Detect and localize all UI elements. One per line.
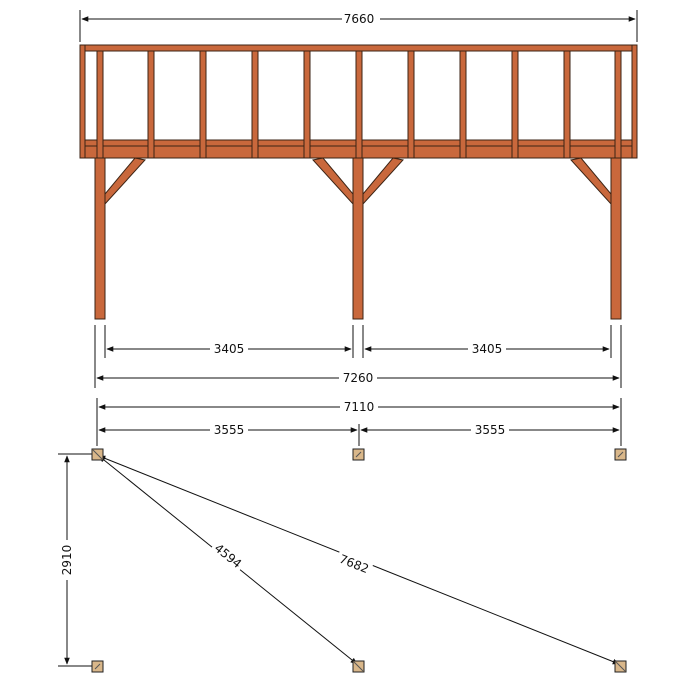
dimension-depth: 2910	[58, 453, 93, 667]
dimension-center-spans: 3555 3555	[98, 423, 620, 446]
footings	[91, 448, 627, 673]
footing-back-right	[614, 660, 627, 673]
dimension-post-spans: 3405 3405	[104, 325, 612, 358]
left-end-board	[79, 44, 86, 159]
right-end-board	[631, 44, 638, 159]
foundation-plan: 7110 3555 3555 2910 4594 7682	[58, 398, 627, 673]
post-left	[94, 157, 106, 320]
brace-center-right	[362, 157, 404, 206]
dimension-label-3405-left: 3405	[214, 342, 245, 356]
footing-front-left	[91, 448, 104, 461]
dimension-overall-roof-width: 7660	[79, 10, 638, 42]
dimension-label-2910: 2910	[60, 545, 74, 576]
footing-back-center	[352, 660, 365, 673]
footing-back-left	[91, 660, 104, 673]
top-rail	[79, 44, 638, 52]
brace-center-left	[312, 157, 354, 206]
front-elevation: 7660	[79, 10, 638, 388]
knee-braces	[104, 157, 612, 206]
dimension-label-3405-right: 3405	[472, 342, 503, 356]
footing-front-center	[352, 448, 365, 461]
roof-frame	[79, 44, 638, 159]
post-right	[610, 157, 622, 320]
diagonal-measurements: 4594 7682	[98, 455, 620, 665]
dimension-label-3555-right: 3555	[475, 423, 506, 437]
dimension-label-7260: 7260	[343, 371, 374, 385]
vertical-slats	[96, 50, 622, 159]
post-center	[352, 157, 364, 320]
dimension-label-7110: 7110	[344, 400, 375, 414]
footing-front-right	[614, 448, 627, 461]
dimension-center-total: 7110	[96, 398, 622, 446]
posts	[94, 157, 622, 320]
brace-left	[104, 157, 146, 206]
dimension-label-3555-left: 3555	[214, 423, 245, 437]
brace-right	[570, 157, 612, 206]
dimension-label-7660: 7660	[344, 12, 375, 26]
dimension-overall-post-width: 7260	[94, 325, 622, 388]
